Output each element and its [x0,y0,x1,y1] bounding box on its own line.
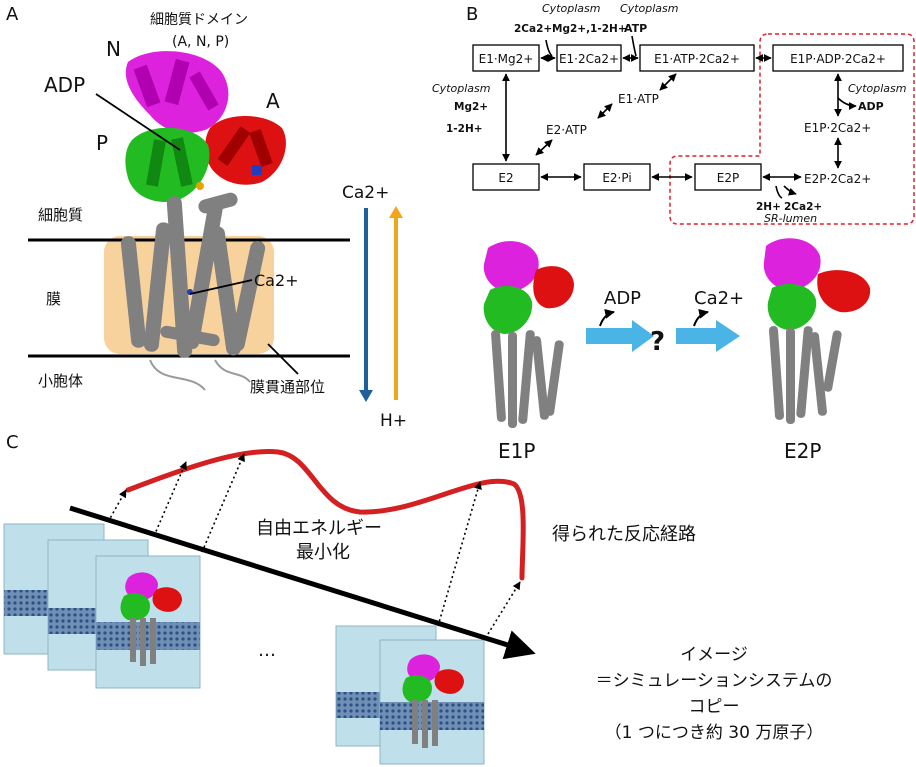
transition-arrow-2 [676,320,740,352]
panel-a-letter: A [6,4,19,25]
e1p-e2p-highlight [669,33,915,225]
ca-release-arrow [693,308,709,327]
image-note-4: （1 つにつき約 30 万原子） [605,723,824,743]
in-mg-h: Mg2+,1-2H+ [552,23,627,35]
state-e2-box [472,163,540,191]
atp-in: ATP [624,22,647,35]
region-sr: 小胞体 [38,372,83,390]
pathway-label: 得られた反応経路 [552,524,696,545]
e1p-label: E1P [498,439,535,463]
state-e1-2ca: E1·2Ca2+ [559,52,619,66]
e1p-structure [483,241,574,428]
state-e2p-box [694,163,762,191]
adp-release-arrow [599,308,615,327]
label-n: N [106,37,121,61]
cyto-label-1: Cytoplasm [542,2,600,15]
label-p: P [96,131,108,155]
cyto-label-left: Cytoplasm [432,82,490,95]
p-domain [125,127,210,202]
state-e1p-2ca: E1P·2Ca2+ [804,121,871,135]
panel-c-letter: C [6,432,19,453]
state-e1p-adp-2ca: E1P·ADP·2Ca2+ [790,52,886,66]
e2p-label: E2P [784,439,821,463]
e2p-structure [763,238,871,424]
state-e2-pi: E2·Pi [602,171,631,185]
projection-arrows [107,453,521,635]
state-e1-atp: E1·ATP [618,92,659,106]
cyto-domain-sub: (A, N, P) [172,34,229,50]
label-ca-site: Ca2+ [254,271,299,290]
replica-axis-arrow [69,505,536,660]
ellipsis: … [258,640,276,661]
reaction-path-curve [125,449,526,581]
h-flow-arrowhead [389,206,403,218]
adp-pointer [95,93,181,151]
tm-pointer [267,343,299,375]
state-e2-pi-box [583,163,651,191]
state-e1-mg: E1·Mg2+ [479,52,534,66]
region-cytoplasm: 細胞質 [38,206,83,224]
transition-arrow-1 [586,320,654,352]
label-a: A [266,89,280,113]
region-membrane: 膜 [46,290,61,308]
left-mg: Mg2+ [454,101,488,113]
cyto-label-2: Cytoplasm [620,2,678,15]
sim-box-5 [379,639,485,765]
free-energy-line2: 最小化 [296,542,350,563]
n-domain [125,51,229,133]
image-note-1: イメージ [680,645,748,665]
state-e1-atp-2ca: E1·ATP·2Ca2+ [654,52,740,66]
image-note-3: コピー [689,697,740,717]
in-2ca: 2Ca2+ [514,23,552,35]
free-energy-line1: 自由エネルギー [256,518,382,539]
state-e1p-adp-2ca-box [772,44,904,72]
transition-ca: Ca2+ [694,288,744,309]
state-e1-mg-box [472,44,540,72]
cyto-domain-title: 細胞質ドメイン [150,12,248,28]
h-in: 2H+ [756,201,781,213]
state-e1-2ca-box [556,44,622,72]
ca-out: 2Ca2+ [784,201,822,213]
image-note-2: ＝シミュレーションシステムの [596,671,833,691]
a-domain [205,116,286,185]
ca-site-pointer [189,279,253,295]
state-e2p: E2P [717,171,739,185]
sr-lumen: SR-lumen [764,212,817,225]
panel-b: B E1·Mg2+ E1·2Ca2+ E1·ATP·2Ca2+ E1P·ADP·… [432,2,915,463]
transition-question: ? [650,327,665,357]
left-h: 1-2H+ [446,123,483,135]
state-e2p-2ca: E2P·2Ca2+ [804,172,871,186]
state-e2: E2 [498,171,513,185]
state-e2-atp: E2·ATP [546,123,587,137]
ca-flow-arrowhead [359,390,373,402]
tm-label: 膜貫通部位 [250,378,325,396]
state-arrows [502,35,857,199]
label-adp: ADP [44,73,85,97]
cyto-label-right: Cytoplasm [848,82,906,95]
flow-h-label: H+ [380,411,407,431]
tm-helices [120,192,266,391]
adp-out: ADP [858,100,884,113]
sim-box-3 [95,555,201,689]
transition-adp: ADP [604,288,641,309]
state-e1-atp-2ca-box [639,44,755,72]
panel-a: A 細胞質ドメイン (A, N, P) [6,4,407,431]
panel-c: C [3,432,833,765]
panel-b-letter: B [466,4,478,25]
flow-ca-label: Ca2+ [342,183,389,203]
